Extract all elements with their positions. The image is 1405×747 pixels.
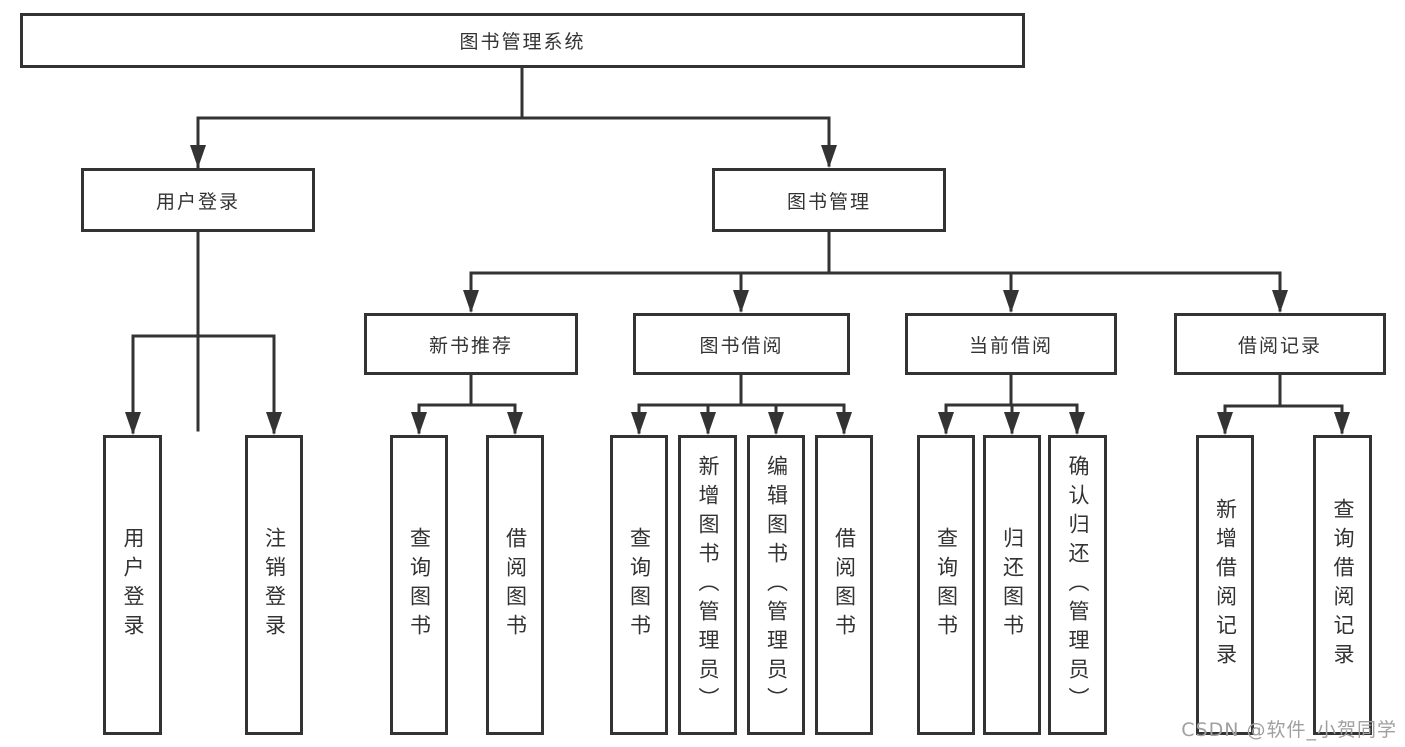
node-label: 查询图书: [627, 527, 652, 643]
node-label: 用户登录: [121, 527, 145, 643]
leaf-new-book-query-books: 查询图书: [390, 435, 448, 735]
node-label: 查询图书: [407, 527, 432, 643]
node-label: 图书借阅: [699, 334, 784, 357]
connector-new-book-to-children: [411, 373, 523, 435]
node-label: 借阅图书: [503, 527, 528, 643]
node-label: 图书管理系统: [459, 31, 586, 53]
node-library-management-system: 图书管理系统: [20, 13, 1025, 68]
node-label: 新书推荐: [428, 334, 513, 357]
leaf-borrow-books: 借阅图书: [815, 435, 873, 735]
node-borrowing-records: 借阅记录: [1174, 313, 1386, 375]
leaf-query-borrow-record: 查询借阅记录: [1313, 435, 1372, 735]
leaf-borrow-query-books: 查询图书: [610, 435, 668, 735]
leaf-new-book-borrow-books: 借阅图书: [486, 435, 544, 735]
node-user-login: 用户登录: [81, 168, 315, 232]
connector-root-to-level2: [190, 66, 837, 432]
node-label: 用户登录: [155, 190, 240, 213]
node-label: 确认归还（管理员）: [1066, 454, 1090, 716]
node-label: 查询图书: [934, 527, 959, 643]
node-book-management: 图书管理: [712, 168, 946, 232]
node-label: 查询借阅记录: [1331, 498, 1355, 672]
node-book-borrowing: 图书借阅: [633, 313, 850, 375]
leaf-logout: 注销登录: [245, 435, 303, 735]
leaf-return-books: 归还图书: [983, 435, 1041, 735]
node-label: 图书管理: [786, 190, 871, 213]
node-label: 借阅记录: [1237, 334, 1322, 357]
leaf-edit-books-admin: 编辑图书（管理员）: [747, 435, 805, 735]
connector-book-management-to-level3: [463, 230, 1288, 313]
node-label: 借阅图书: [832, 527, 857, 643]
connector-book-borrow-to-children: [631, 373, 852, 435]
csdn-watermark: CSDN @软件_小贺同学: [1181, 719, 1397, 741]
connector-current-borrow-to-children: [938, 373, 1085, 435]
leaf-current-query-books: 查询图书: [917, 435, 975, 735]
node-current-borrowing: 当前借阅: [905, 313, 1117, 375]
node-label: 编辑图书（管理员）: [764, 454, 789, 716]
node-label: 新增借阅记录: [1213, 498, 1238, 672]
leaf-add-books-admin: 新增图书（管理员）: [678, 435, 737, 735]
node-label: 注销登录: [262, 527, 287, 643]
node-label: 当前借阅: [968, 334, 1053, 357]
leaf-confirm-return-admin: 确认归还（管理员）: [1048, 435, 1107, 735]
connector-borrow-record-to-children: [1217, 373, 1350, 435]
node-label: 归还图书: [1000, 527, 1025, 643]
connector-user-login-to-children: [125, 230, 282, 435]
leaf-add-borrow-record: 新增借阅记录: [1196, 435, 1254, 735]
leaf-user-login: 用户登录: [103, 435, 162, 735]
node-label: 新增图书（管理员）: [696, 454, 720, 716]
node-new-book-recommendation: 新书推荐: [364, 313, 578, 375]
